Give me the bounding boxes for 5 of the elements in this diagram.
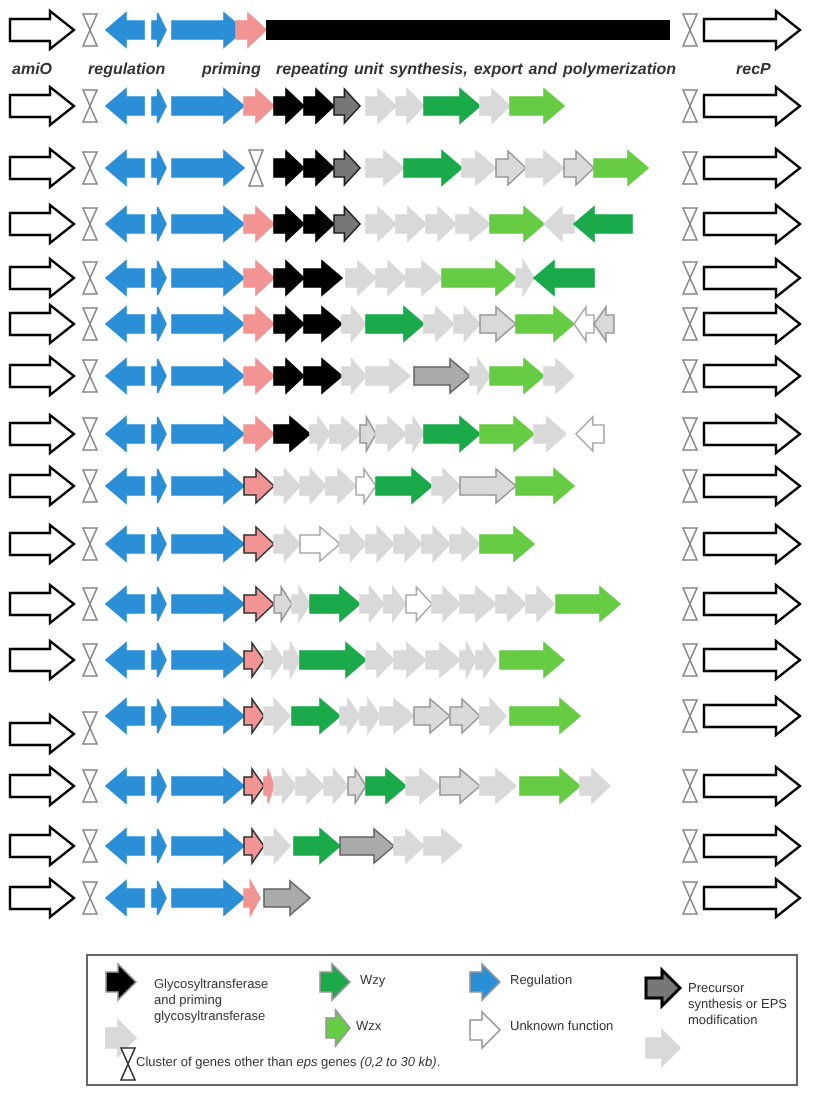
gene-label: amiO	[12, 60, 53, 80]
region-label: priming	[202, 60, 261, 80]
region-label: repeating unit synthesis, export and polymerization	[276, 60, 676, 80]
gene-label: recP	[736, 60, 771, 80]
region-label: regulation	[88, 60, 166, 80]
